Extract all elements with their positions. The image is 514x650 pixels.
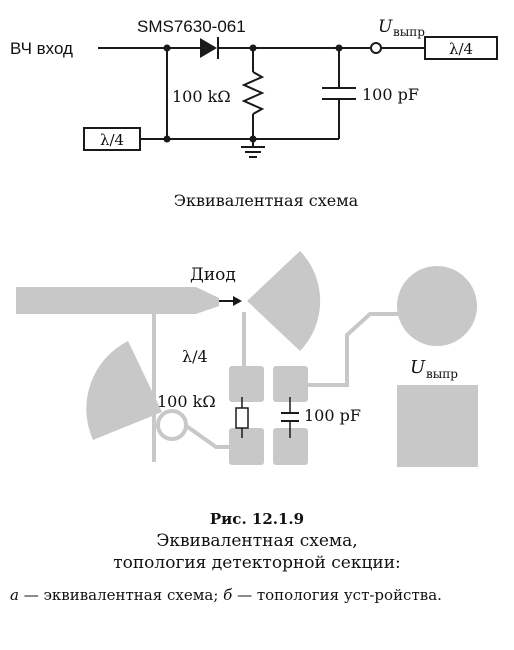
pad-top-right <box>273 366 308 402</box>
capacitor-label: 100 pF <box>362 85 419 104</box>
resistor-label-topology: 100 kΩ <box>157 392 216 411</box>
radial-stub-right <box>247 251 321 351</box>
legend-a-text: — эквивалентная схема; <box>18 586 224 604</box>
pad-bottom-right <box>273 428 308 465</box>
rf-input-label: ВЧ вход <box>10 39 73 58</box>
resistor-label: 100 kΩ <box>172 87 231 106</box>
quarter-wave-box-left <box>83 127 141 151</box>
capacitor-component <box>281 397 299 438</box>
diode-label: Диод <box>190 265 236 285</box>
via-ring <box>156 409 188 441</box>
radial-stub-left <box>86 341 162 440</box>
figure-title-line2: топология детекторной секции: <box>113 553 401 573</box>
diode-part-label: SMS7630-061 <box>137 17 246 36</box>
legend-a-mark: а <box>10 586 19 604</box>
feed-line <box>16 287 219 314</box>
diode-symbol <box>200 37 219 59</box>
trace-output <box>308 312 398 387</box>
quarter-wave-left-label: λ/4 <box>100 131 124 149</box>
resistor-symbol <box>241 71 265 115</box>
u-out-label-topology: U <box>410 357 426 378</box>
quarter-wave-right-label: λ/4 <box>449 40 473 58</box>
figure-caption: Рис. 12.1.9 Эквивалентная схема, тополог… <box>0 508 514 574</box>
resistor-component <box>235 397 249 438</box>
u-out-label: U <box>378 17 393 37</box>
figure-title-line1: Эквивалентная схема, <box>156 531 358 551</box>
trace-ring-pad <box>183 423 229 449</box>
legend-b-text: — топология уст-ройства. <box>232 586 442 604</box>
figure: λ/4 λ/4 ВЧ вход SMS7630-061 100 kΩ <box>10 17 498 467</box>
legend-b-mark: б <box>223 586 233 604</box>
u-out-subscript-topology: выпр <box>426 367 458 381</box>
quarter-wave-box-right <box>424 36 498 60</box>
junction-dot <box>249 44 257 52</box>
schematic-caption: Эквивалентная схема <box>174 191 359 210</box>
ground-icon <box>241 146 265 158</box>
schematic: λ/4 λ/4 ВЧ вход SMS7630-061 100 kΩ <box>10 17 498 210</box>
capacitor-label-topology: 100 pF <box>304 406 361 425</box>
figure-number: Рис. 12.1.9 <box>209 510 305 528</box>
junction-dot <box>335 44 343 52</box>
output-square-pad <box>397 385 478 467</box>
topology: Диод λ/4 100 kΩ 100 pF U выпр <box>16 251 478 467</box>
output-terminal <box>370 42 382 54</box>
junction-dot <box>163 44 171 52</box>
pad-bottom-left <box>229 428 264 465</box>
figure-legend: а — эквивалентная схема; б — топология у… <box>10 584 506 606</box>
diode-arrow-icon <box>219 296 242 306</box>
pad-top-left <box>229 366 264 402</box>
quarter-wave-label: λ/4 <box>182 347 208 366</box>
u-out-subscript: выпр <box>393 25 425 39</box>
output-circle-pad <box>397 266 477 346</box>
